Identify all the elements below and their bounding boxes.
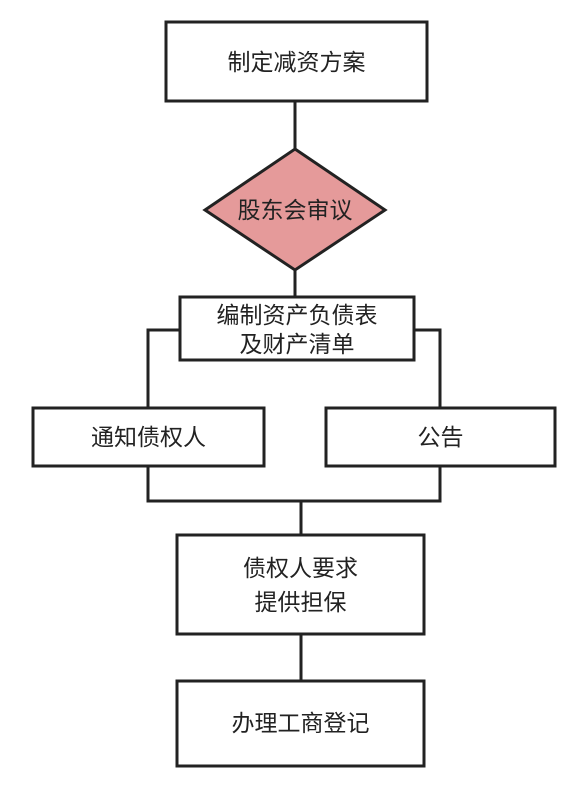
step-formulate-plan-box <box>164 20 429 103</box>
step-creditor-guarantee-label-line2: 提供担保 <box>255 590 347 616</box>
step-business-registration-label: 办理工商登记 <box>232 711 370 737</box>
step-formulate-plan: 制定减资方案 <box>164 20 429 103</box>
connectors <box>146 101 442 681</box>
step-business-registration-box <box>175 679 426 768</box>
step-balance-sheet-label-line2: 及财产清单 <box>240 332 355 358</box>
connector-statement-to-notify-creditors <box>146 328 180 408</box>
step-creditor-guarantee-box <box>175 533 426 636</box>
decision-shareholder-review-diamond <box>202 147 388 272</box>
decision-shareholder-review-label: 股东会审议 <box>238 198 353 224</box>
step-notify-creditors-label: 通知债权人 <box>91 425 206 451</box>
step-creditor-guarantee: 债权人要求 提供担保 <box>175 533 426 636</box>
step-business-registration: 办理工商登记 <box>175 679 426 768</box>
step-announcement-box <box>324 406 557 468</box>
step-notify-creditors: 通知债权人 <box>31 406 266 468</box>
step-balance-sheet-label-line1: 编制资产负债表 <box>217 303 378 329</box>
step-creditor-guarantee-label-line1: 债权人要求 <box>243 556 358 582</box>
decision-shareholder-review: 股东会审议 <box>202 147 388 272</box>
step-announcement-label: 公告 <box>418 425 464 451</box>
connector-statement-to-announcement <box>414 328 442 408</box>
step-notify-creditors-box <box>31 406 266 468</box>
step-balance-sheet-box <box>178 295 416 362</box>
step-balance-sheet: 编制资产负债表 及财产清单 <box>178 295 416 362</box>
step-formulate-plan-label: 制定减资方案 <box>228 50 366 76</box>
step-announcement: 公告 <box>324 406 557 468</box>
